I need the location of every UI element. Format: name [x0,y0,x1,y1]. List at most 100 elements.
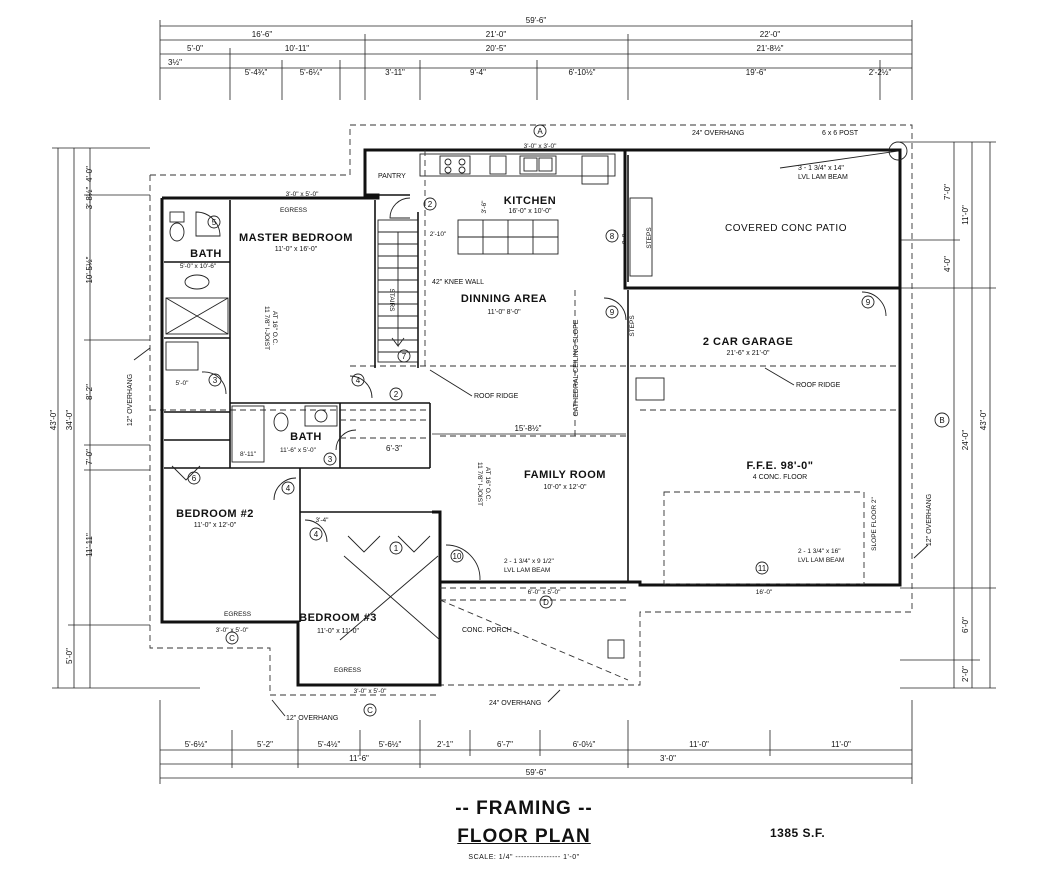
tag-8-kitchen: 8 [610,232,615,241]
roof-ridge-note-1: ROOF RIDGE [474,393,519,400]
dim-right-0: 7'-0" [943,184,952,200]
dim-left-3: 8'-2" [85,384,94,400]
ffe-note: 4 CONC. FLOOR [753,474,807,481]
dim-top-9: 5'-4¾" [245,68,268,77]
garage-label: 2 CAR GARAGE [703,336,793,348]
tag-7-stairs: 7 [402,352,407,361]
bedroom2-label: BEDROOM #2 [176,508,254,520]
dim-left-0: 4'-0" [85,166,94,182]
dim-top-1: 16'-6" [252,30,273,39]
egress-note-master: EGRESS [280,207,308,214]
dim-left-5: 11'-11" [85,533,94,557]
dim-left-6: 5'-0" [65,648,74,664]
window-family-size: 6'-0" x 5'-0" [528,589,561,596]
dim-top-overall: 59'-6" [526,16,547,25]
tag-4-hall: 4 [356,376,361,385]
stairs: STAIRS [377,219,419,363]
title-block: -- FRAMING -- FLOOR PLAN SCALE: 1/4" ---… [400,798,648,861]
joist-note-1b: AT 16" O.C. [271,311,278,345]
window-callouts: 3'-0" x 3'-0" 3'-0" x 5'-0" 3'-0" x 5'-0… [216,143,561,695]
beam-note-top-2: LVL LAM BEAM [798,174,848,181]
window-master-size: 3'-0" x 5'-0" [286,191,319,198]
dim-int-5: 5'-0" [176,380,190,387]
dim-right-5: 6'-0" [961,617,970,633]
joist-note-2b: AT 16" O.C. [484,467,491,501]
dim-bottom-8: 11'-0" [831,740,851,749]
dim-int-7: 6'-0" [620,234,627,248]
garage-size: 21'-6" x 21'-0" [726,350,770,357]
doors [171,197,887,581]
master-bath-label: BATH [190,248,222,260]
beam-note-top: 3 - 1 3/4" x 14" [798,165,844,172]
tag-2-kitchen: 2 [428,200,433,209]
dim-top-10: 5'-6¼" [300,68,323,77]
dim-right-4: 43'-0" [979,410,988,431]
kitchen-size: 16'-0" x 10'-0" [508,208,552,215]
dim-top-7: 21'-8½" [756,44,783,53]
dim-bottom-7: 11'-0" [689,740,709,749]
dim-int-1: 6'-3" [386,444,402,453]
dining-label: DINNING AREA [461,293,547,305]
dim-bottom-4: 2'-1" [437,740,453,749]
window-a-size: 3'-0" x 3'-0" [524,143,557,150]
interior-dimensions: 15'-8½" 6'-3" 8'-11" 3'-4" 2'-10" 5'-0" … [176,200,773,596]
bath-fixtures [165,211,665,659]
dim-top-14: 19'-6" [746,68,767,77]
dim-bottom-10: 3'-0" [660,754,676,763]
scale-note: SCALE: 1/4" ---------------- 1'-0" [468,854,580,861]
dim-left-4: 7'-0" [85,449,94,465]
tag-4-bed3: 4 [314,530,319,539]
title-line-2: FLOOR PLAN [457,826,591,847]
dim-top-3: 22'-0" [760,30,781,39]
dim-bottom-9: 11'-6" [349,754,369,763]
tag-5-bath: 5 [212,218,217,227]
title-line-1: -- FRAMING -- [455,798,593,819]
tag-9-garage: 9 [866,298,871,307]
tag-4-bed2: 4 [286,484,291,493]
dim-int-8: 16'-0" [756,589,773,596]
dim-int-2: 8'-11" [240,451,257,458]
dim-right-2: 4'-0" [943,256,952,272]
dim-int-0: 15'-8½" [514,424,541,433]
left-dimensions: 4'-0" 3'-8½" 10'-5½" 8'-2" 7'-0" 11'-11"… [49,147,200,689]
kitchen-fixtures [419,153,653,277]
tag-9-dining: 9 [610,308,615,317]
dim-top-11: 3'-11" [385,68,405,77]
right-dimensions: 7'-0" 11'-0" 4'-0" 24'-0" 43'-0" 6'-0" 2… [900,141,996,689]
area-label: 1385 S.F. [770,826,826,840]
tag-d: D [543,598,549,607]
bedroom3-size: 11'-0" x 11'-0" [317,628,360,635]
overhang-note-left: 12" OVERHANG [127,374,134,426]
kitchen-label: KITCHEN [504,195,556,207]
egress-note-bed3: EGRESS [334,667,362,674]
dim-left-1: 3'-8½" [85,187,94,210]
dim-right-1: 11'-0" [961,205,970,225]
tag-10-porch: 10 [453,552,462,561]
overhang-outline [149,124,913,696]
pantry-label: PANTRY [378,173,406,180]
steps-note-patio: STEPS [646,227,653,249]
cathedral-note: CATHEDRAL CEILING SLOPE [573,319,580,416]
dim-int-3: 3'-4" [316,517,330,524]
family-room-size: 10'-0" x 12'-0" [543,484,587,491]
tag-11-garage: 11 [758,564,767,573]
knee-wall-note: 42" KNEE WALL [432,279,484,286]
beam-note-mid-2: LVL LAM BEAM [504,567,550,574]
steps-note-garage: STEPS [629,315,636,337]
tag-6-bed2: 6 [192,474,197,483]
dim-bottom-1: 5'-2" [257,740,273,749]
tag-c-2: C [367,706,373,715]
dim-bottom-3: 5'-6½" [379,740,402,749]
master-bath-size: 5'-0" x 10'-6" [180,263,217,270]
tag-a: A [537,127,543,136]
egress-note-bed2: EGRESS [224,611,252,618]
tag-3-bath: 3 [213,376,218,385]
dim-bottom-6: 6'-0½" [573,740,596,749]
family-room-label: FAMILY ROOM [524,469,606,481]
room-labels: KITCHEN 16'-0" x 10'-0" PANTRY MASTER BE… [176,173,846,635]
tag-1: 1 [394,544,399,553]
bath2-label: BATH [290,431,322,443]
dim-top-2: 21'-0" [486,30,507,39]
dim-top-4: 5'-0" [187,44,203,53]
